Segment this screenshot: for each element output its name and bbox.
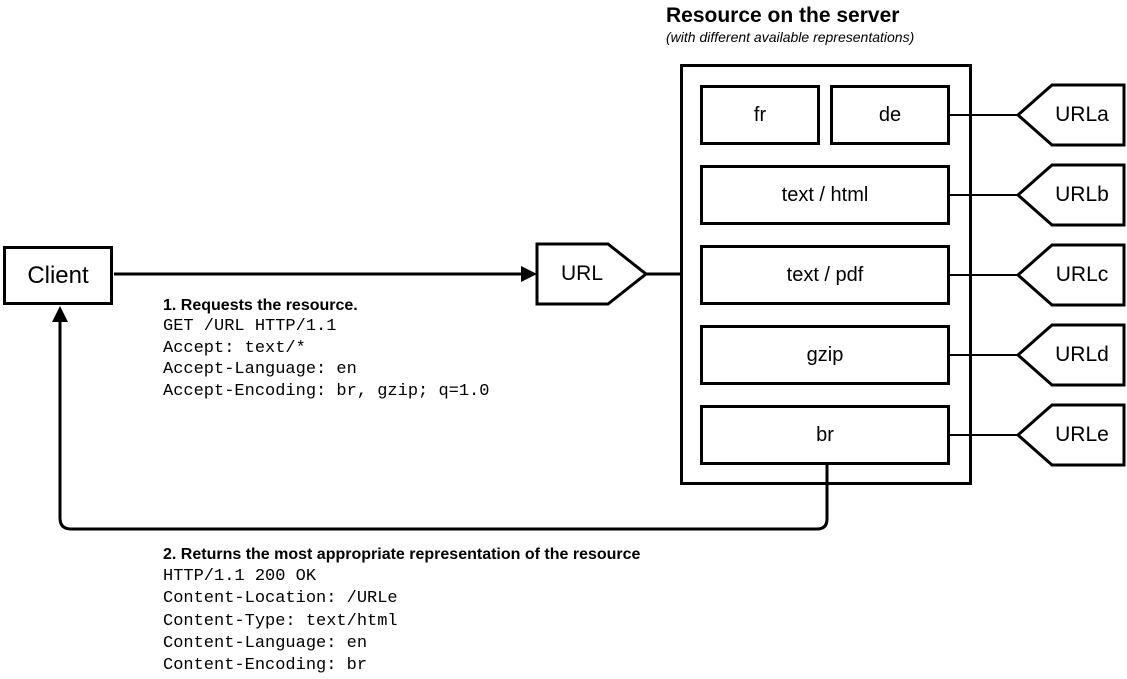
- representation-label: br: [816, 424, 834, 446]
- response-heading: 2. Returns the most appropriate represen…: [163, 546, 641, 563]
- url-tag-label-urld: URLd: [1055, 343, 1109, 366]
- representation-box-de: de: [830, 85, 950, 145]
- representation-box-text-html: text / html: [700, 165, 950, 225]
- response-line: Content-Type: text/html: [163, 611, 398, 631]
- server-title: Resource on the server: [666, 4, 900, 27]
- url-tag-label-urla: URLa: [1055, 103, 1109, 126]
- representation-label: text / pdf: [786, 264, 864, 286]
- request-heading: 1. Requests the resource.: [163, 297, 358, 314]
- url-tag-label-urle: URLe: [1055, 423, 1109, 446]
- url-tag-label-urlb: URLb: [1055, 183, 1109, 206]
- representation-label: text / html: [781, 184, 869, 206]
- request-annotation: 1. Requests the resource. GET /URL HTTP/…: [163, 296, 489, 402]
- response-line: HTTP/1.1 200 OK: [163, 567, 317, 586]
- request-line: Accept-Language: en: [163, 360, 357, 380]
- representation-label: de: [878, 104, 902, 126]
- url-node-label: URL: [560, 262, 603, 285]
- client-box: Client: [3, 246, 113, 305]
- client-label: Client: [27, 261, 89, 289]
- representation-box-gzip: gzip: [700, 325, 950, 385]
- representation-box-br: br: [700, 405, 950, 465]
- request-line: Accept: text/*: [163, 338, 306, 358]
- request-line: Accept-Encoding: br, gzip; q=1.0: [163, 381, 490, 401]
- response-http-lines: HTTP/1.1 200 OK Content-Location: /URLe …: [163, 566, 640, 677]
- url-tag-label-urlc: URLc: [1055, 263, 1109, 286]
- request-line: GET /URL HTTP/1.1: [163, 317, 337, 336]
- response-arrowhead-icon: [52, 306, 68, 322]
- response-annotation: 2. Returns the most appropriate represen…: [163, 545, 640, 677]
- representation-label: gzip: [806, 344, 844, 366]
- request-arrowhead-icon: [521, 266, 537, 282]
- representation-box-text-pdf: text / pdf: [700, 245, 950, 305]
- request-http-lines: GET /URL HTTP/1.1 Accept: text/* Accept-…: [163, 316, 489, 402]
- response-line: Content-Language: en: [163, 633, 368, 653]
- response-line: Content-Location: /URLe: [163, 589, 398, 609]
- server-subtitle: (with different available representation…: [666, 29, 915, 45]
- representation-box-fr: fr: [700, 85, 820, 145]
- representation-label: fr: [753, 104, 767, 126]
- response-line: Content-Encoding: br: [163, 656, 368, 676]
